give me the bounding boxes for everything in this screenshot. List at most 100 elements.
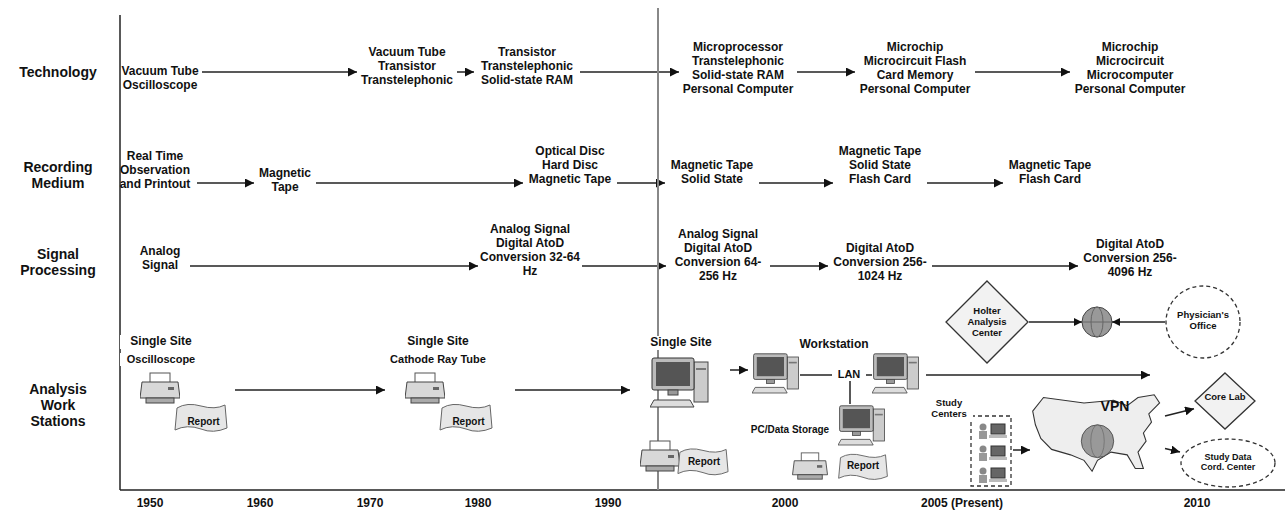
timeline-arrow [926,374,1150,376]
single-site-group: Single SiteCathode Ray TubeReport [385,335,515,435]
medium-text: Magnetic Tape Solid State Flash Card [833,144,927,186]
signal-text: Analog Signal [130,244,190,272]
node-text: Study Centers [925,398,973,420]
timeline-arrow [1165,449,1180,452]
node-text: Cathode Ray Tube [385,353,491,366]
node-text: Physician's Office [1173,310,1233,332]
year-label: 1980 [448,497,508,511]
node-text: Workstation [788,338,880,352]
data-center-circle: Study Data Cord. Center [1180,438,1276,488]
timeline-arrow [515,389,630,391]
vpn-map: VPN [1030,392,1165,474]
printer-icon [640,441,680,471]
timeline-arrow [202,71,357,73]
computer-icon [838,406,884,445]
node-text: Magnetic Tape Flash Card [1003,158,1097,186]
signal-text: Digital AtoD Conversion 256-4096 Hz [1078,237,1182,279]
single-site-group: Single SiteReport [630,336,730,486]
node-text: LAN [832,368,866,381]
node-text: Report [442,416,495,428]
medium-text: Real Time Observation and Printout [113,149,197,191]
node-text: Analog Signal [130,244,190,272]
year-label: 2010 [1167,497,1227,511]
row-heading: Technology [13,64,103,80]
technology-text: Microprocessor Transtelephonic Solid-sta… [679,40,797,96]
office-circle: Physician's Office [1165,285,1241,359]
row-heading: Recording Medium [13,159,103,191]
study-centers-box: Study Centers [925,398,1013,488]
row-heading: Analysis Work Stations [13,381,103,429]
printer-icon [793,453,828,479]
technology-text: Microchip Microcircuit Flash Card Memory… [855,40,975,96]
timeline-arrow [457,71,474,73]
year-label: 1990 [578,497,638,511]
node-text: Microchip Microcircuit Flash Card Memory… [855,40,975,96]
single-site-group: Single SiteOscilloscopeReport [120,335,235,435]
study-site-icon [979,446,1007,462]
technology-text: Vacuum Tube Oscilloscope [118,64,202,92]
computer-icon [650,358,708,407]
computer-icon [752,354,798,393]
node-text: Oscilloscope [120,353,202,366]
divider-line [657,8,659,490]
node-text: Vacuum Tube Oscilloscope [118,64,202,92]
node-text: Magnetic Tape Solid State [665,158,759,186]
year-label: 1950 [120,497,180,511]
timeline-arrow [316,182,523,184]
printer-icon [405,373,445,403]
node-text: Magnetic Tape Solid State Flash Card [833,144,927,186]
node-text: Optical Disc Hard Disc Magnetic Tape [523,144,617,186]
node-text: Single Site [120,335,202,349]
workstation-group: WorkstationLAN PC/Data StorageReport [748,338,923,483]
timeline-arrow [580,71,679,73]
timeline-arrow [235,389,385,391]
timeline-arrow [759,182,833,184]
medium-text: Magnetic Tape [254,166,316,194]
node-text: Microprocessor Transtelephonic Solid-sta… [679,40,797,96]
year-label: 2005 (Present) [907,497,1017,511]
signal-text: Analog Signal Digital AtoD Conversion 64… [666,227,770,283]
node-text: Report [840,460,886,472]
technology-text: Vacuum Tube Transistor Transtelephonic [357,45,457,87]
node-text: Magnetic Tape [254,166,316,194]
timeline-arrow [1165,409,1194,416]
year-label: 1960 [230,497,290,511]
axis-line [119,15,121,490]
node-text: Vacuum Tube Transistor Transtelephonic [357,45,457,87]
timeline-arrow [975,71,1070,73]
node-text: Report [680,456,728,468]
signal-text: Digital AtoD Conversion 256-1024 Hz [828,241,932,283]
timeline-arrow [582,265,666,267]
timeline-arrow [730,369,748,371]
medium-text: Magnetic Tape Solid State [665,158,759,186]
timeline-arrow [797,71,855,73]
report-icon [839,454,888,479]
node-text: Core Lab [1200,392,1250,403]
axis-line [120,489,1285,491]
node-text: Digital AtoD Conversion 256-4096 Hz [1078,237,1182,279]
timeline-arrow [190,265,478,267]
timeline-arrow [197,182,254,184]
node-text: Report [177,416,230,428]
timeline-arrow [1013,449,1030,451]
node-text: Microchip Microcircuit Microcomputer Per… [1070,40,1190,96]
core-lab-diamond: Core Lab [1194,372,1256,430]
timeline-arrow [927,182,1003,184]
technology-text: Microchip Microcircuit Microcomputer Per… [1070,40,1190,96]
node-text: Transistor Transtelephonic Solid-state R… [474,45,580,87]
row-heading: Signal Processing [13,246,103,278]
report-icon [678,449,728,475]
analysis-center-diamond: Holter Analysis Center [945,280,1029,364]
node-text: Analog Signal Digital AtoD Conversion 32… [478,222,582,278]
node-text: Study Data Cord. Center [1196,452,1260,473]
node-text: Holter Analysis Center [957,306,1017,339]
timeline-arrow [770,265,828,267]
node-text: VPN [1090,398,1140,414]
medium-text: Optical Disc Hard Disc Magnetic Tape [523,144,617,186]
node-text: PC/Data Storage [748,424,832,436]
node-text: Analog Signal Digital AtoD Conversion 64… [666,227,770,283]
computer-icon [872,354,918,393]
technology-text: Transistor Transtelephonic Solid-state R… [474,45,580,87]
